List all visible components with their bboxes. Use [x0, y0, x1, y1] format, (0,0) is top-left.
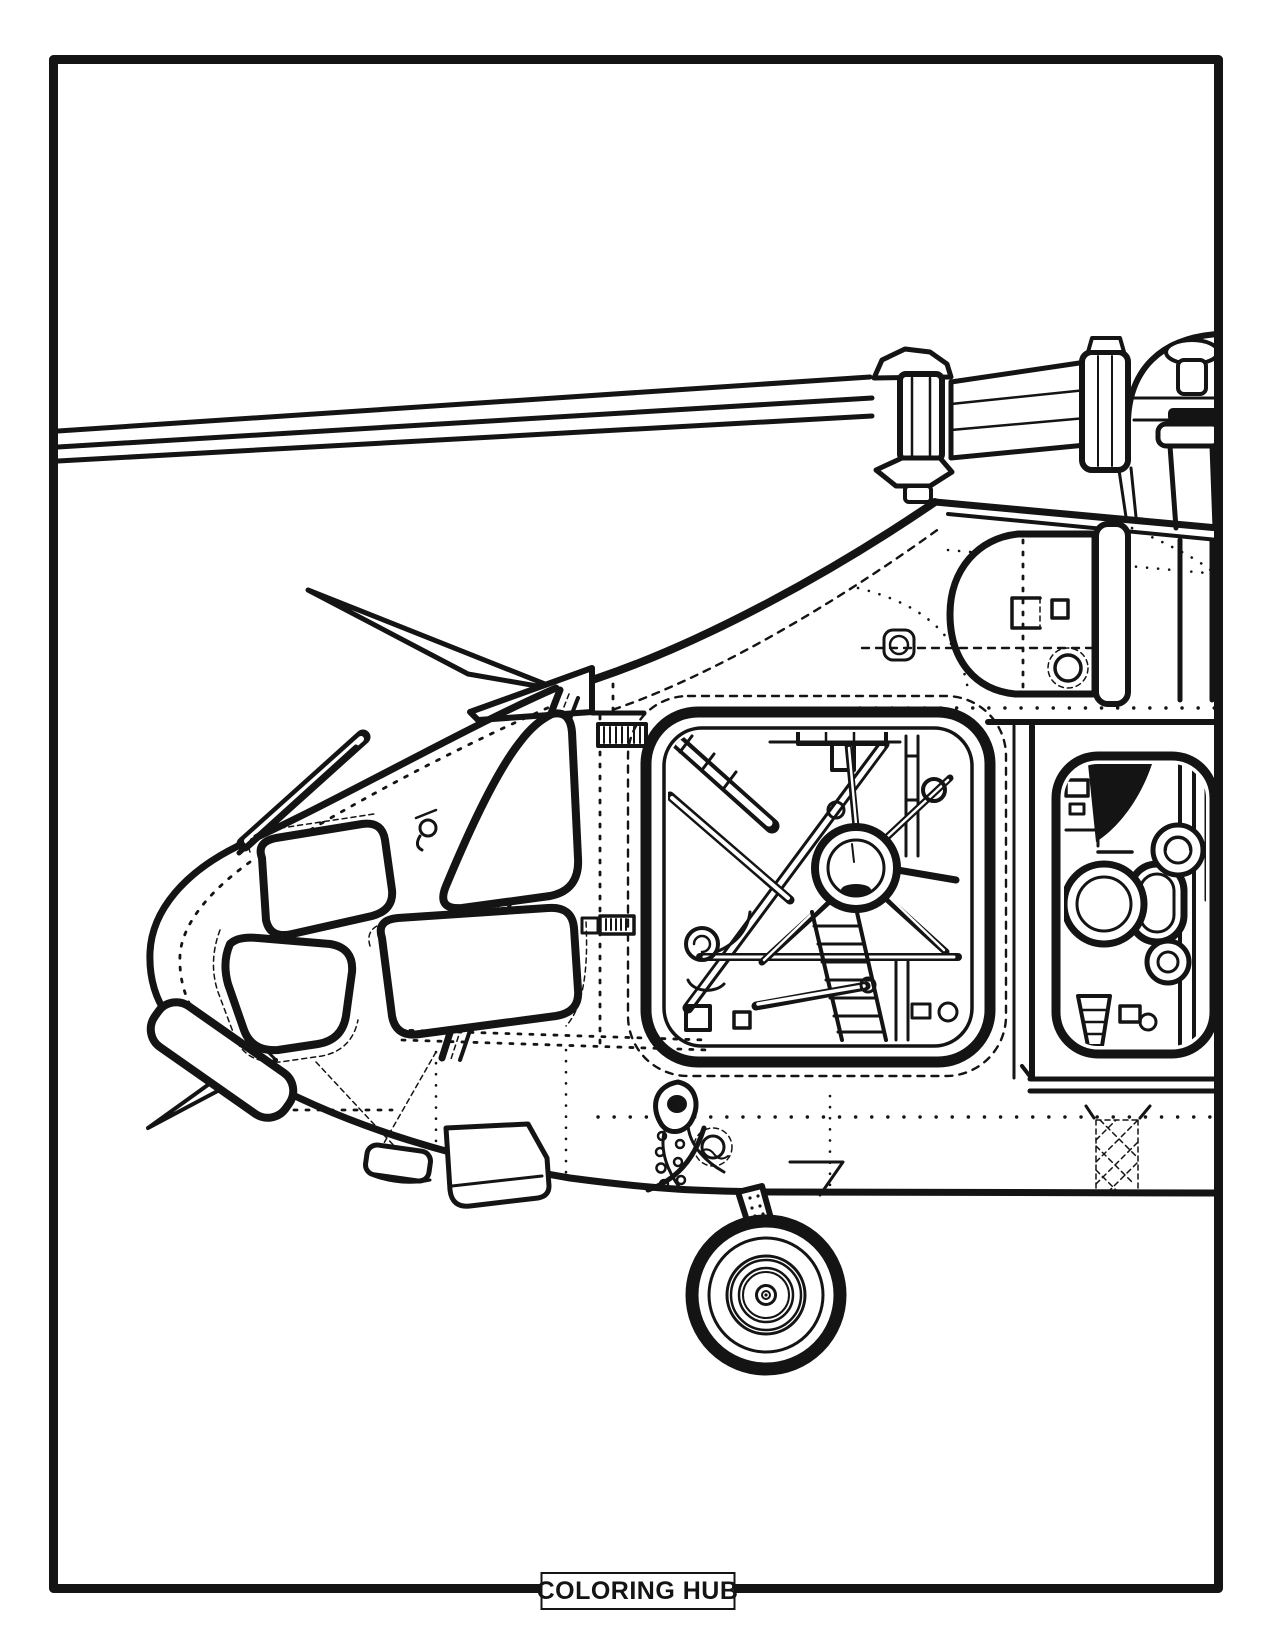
mid-cabin-window	[221, 933, 357, 1055]
page-border-frame	[49, 55, 1223, 1593]
belly-steps	[363, 1121, 552, 1209]
door-cutaway	[626, 694, 1008, 1078]
windshield-right-pane	[439, 709, 583, 913]
brand-label: COLORING HUB	[536, 1576, 739, 1605]
front-landing-gear	[653, 1079, 847, 1376]
windshield-antenna-blade	[236, 729, 371, 856]
cockpit-windows	[146, 709, 588, 1122]
door-window	[376, 903, 583, 1039]
hatched-access-panel	[1084, 1104, 1152, 1193]
fuel-cap	[882, 628, 916, 662]
windshield-wiper	[414, 808, 438, 852]
exhaust-strip	[1093, 521, 1131, 707]
main-rotor-blade	[58, 374, 875, 464]
belly-bolt	[700, 1134, 726, 1160]
rotor-hub	[871, 331, 1214, 703]
drain-port	[1053, 653, 1083, 683]
engine-deck	[931, 498, 1214, 532]
rotor-mast	[1117, 443, 1214, 703]
lower-nose-window	[146, 998, 298, 1122]
door-cutaway-machinery	[668, 732, 962, 1042]
engine-cowling	[856, 521, 1214, 725]
brand-plate: COLORING HUB	[537, 1572, 738, 1610]
engine-bay-cutaway	[1051, 751, 1214, 1059]
front-landing-wheel	[685, 1214, 847, 1376]
windshield-left-pane	[256, 819, 397, 939]
